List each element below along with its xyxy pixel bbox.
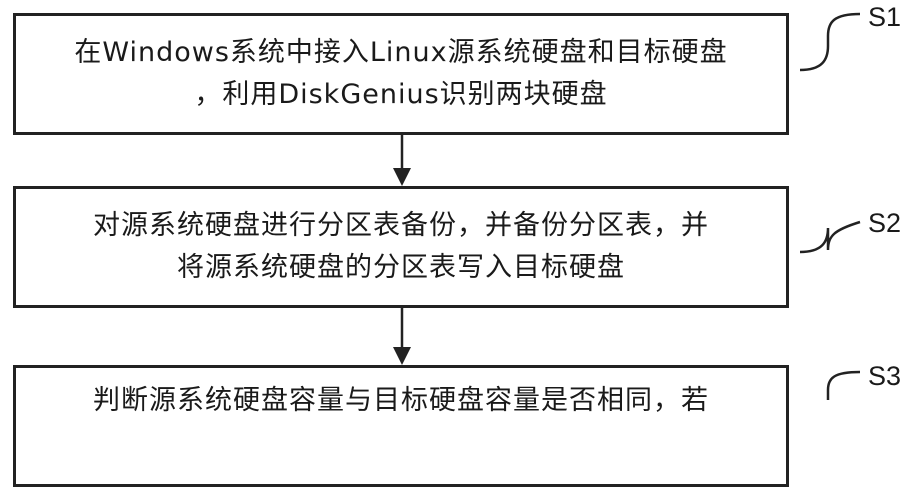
step-box-s1: 在Windows系统中接入Linux源系统硬盘和目标硬盘 ，利用DiskGeni… xyxy=(13,13,789,135)
step-s2-line-1: 对源系统硬盘进行分区表备份，并备份分区表，并 xyxy=(93,210,709,241)
step-s1-line-2: ，利用DiskGenius识别两块硬盘 xyxy=(194,79,608,110)
arrowhead-s1-to-s2 xyxy=(393,168,411,186)
arrowhead-s2-to-s3 xyxy=(393,347,411,365)
step-label-s1: S1 xyxy=(868,2,902,32)
step-label-s2: S2 xyxy=(868,208,902,238)
step-box-s2: 对源系统硬盘进行分区表备份，并备份分区表，并 将源系统硬盘的分区表写入目标硬盘 xyxy=(13,186,789,308)
callout-s1 xyxy=(799,12,861,72)
step-s3-line-1: 判断源系统硬盘容量与目标硬盘容量是否相同，若 xyxy=(93,385,709,416)
step-box-s3: 判断源系统硬盘容量与目标硬盘容量是否相同，若 xyxy=(13,365,789,487)
step-s2-line-2: 将源系统硬盘的分区表写入目标硬盘 xyxy=(177,252,625,283)
callout-s2 xyxy=(799,220,861,254)
step-s1-line-1: 在Windows系统中接入Linux源系统硬盘和目标硬盘 xyxy=(74,37,728,68)
step-label-s3: S3 xyxy=(868,361,902,391)
callout-s3 xyxy=(826,370,861,400)
